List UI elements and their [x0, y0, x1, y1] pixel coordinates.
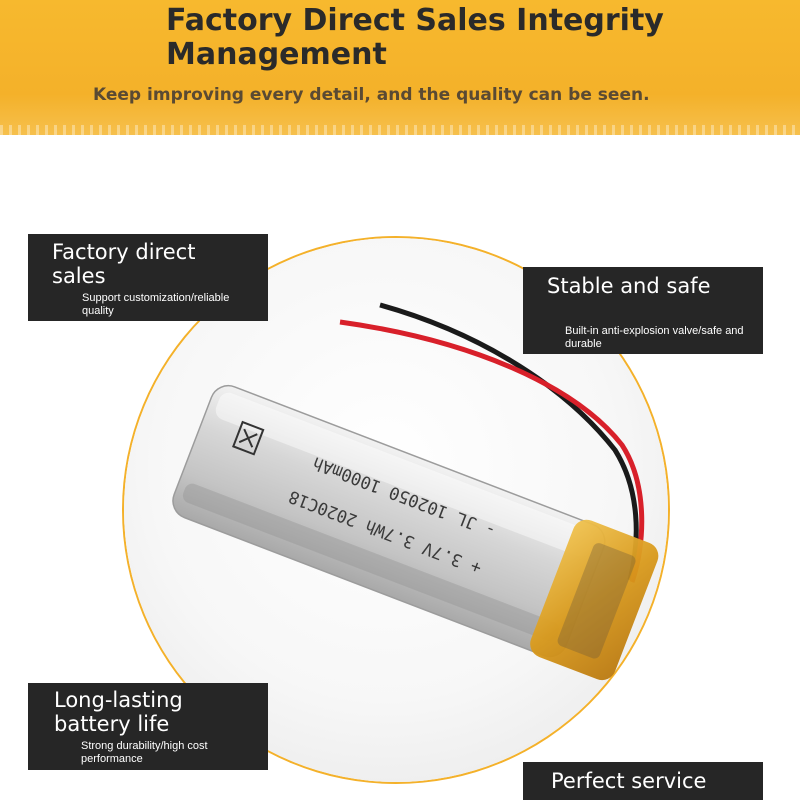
feature-heading: Factory direct sales	[52, 240, 196, 288]
page-title: Factory Direct Sales Integrity Managemen…	[166, 3, 664, 72]
feature-heading: Perfect service	[551, 769, 707, 793]
page-subtitle: Keep improving every detail, and the qua…	[93, 85, 650, 105]
feature-desc: Strong durability/high cost performance	[81, 740, 208, 765]
feature-box-perfect-service: Perfect service	[523, 762, 763, 800]
feature-heading: Long-lasting battery life	[54, 688, 183, 736]
feature-heading: Stable and safe	[547, 274, 711, 298]
battery-tape-end	[530, 519, 659, 681]
feature-box-stable-safe: Stable and safe Built-in anti-explosion …	[523, 267, 763, 354]
header-banner: Factory Direct Sales Integrity Managemen…	[0, 0, 800, 135]
brand-logo-icon	[232, 420, 265, 456]
red-wire	[339, 319, 645, 583]
feature-box-long-lasting: Long-lasting battery life Strong durabil…	[28, 683, 268, 770]
black-wire	[379, 302, 639, 581]
feature-box-factory-direct: Factory direct sales Support customizati…	[28, 234, 268, 321]
feature-desc: Support customization/reliable quality	[82, 292, 230, 317]
feature-desc: Built-in anti-explosion valve/safe and d…	[565, 325, 744, 350]
